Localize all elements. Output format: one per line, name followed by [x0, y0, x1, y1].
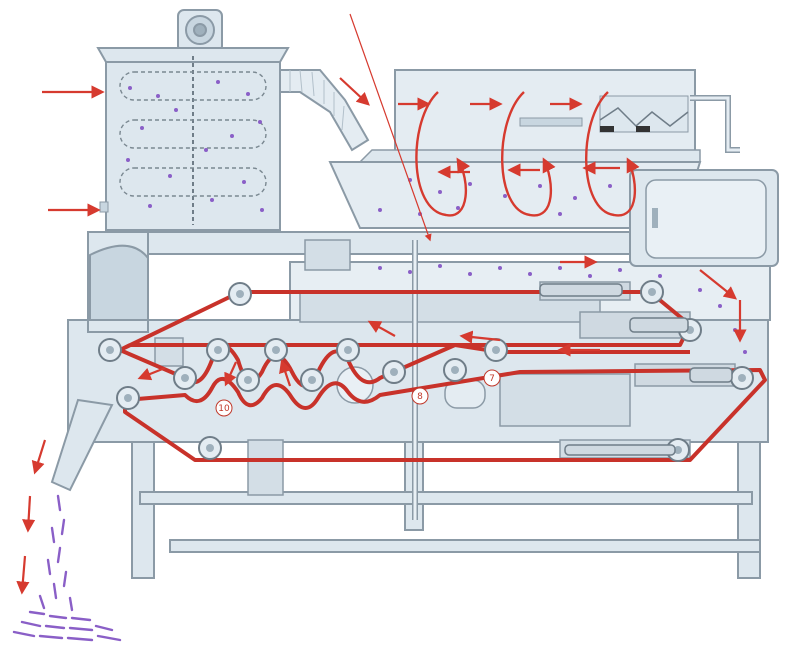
flow-arrows — [16, 13, 747, 595]
feed-duct — [279, 69, 370, 152]
drum-circulation — [415, 91, 640, 217]
roller-labels: 10 8 7 — [215, 369, 501, 417]
belt-drop-arrow — [699, 269, 738, 300]
bottom-rail — [169, 539, 761, 553]
left-leg — [131, 439, 155, 579]
press-up-arrow-1 — [367, 320, 396, 337]
press-arrow-4 — [224, 361, 238, 387]
press-rollers — [98, 280, 754, 462]
tank-inlet-port — [99, 201, 109, 213]
diagonal-pointer — [349, 13, 432, 242]
press-arrow-3 — [279, 359, 292, 387]
roller-label-7: 7 — [489, 374, 495, 384]
roller-label-10: 10 — [218, 404, 230, 414]
right-leg — [737, 439, 761, 579]
discharge-arrow-3 — [16, 555, 30, 595]
thickening-drum — [328, 69, 740, 229]
press-arrow-2 — [137, 366, 166, 381]
belt-left-arrow — [459, 330, 501, 344]
sludge-cake-pile — [12, 494, 122, 642]
control-cabinet — [629, 169, 779, 267]
tension-cylinders — [539, 283, 733, 456]
flocculation-tank — [96, 47, 290, 231]
discharge-chute — [50, 398, 114, 492]
lower-filter-belt — [123, 368, 767, 462]
lower-rail — [139, 491, 753, 505]
roller-label-8: 8 — [417, 392, 423, 402]
discharge-arrow-2 — [22, 495, 36, 533]
duct-arrow — [339, 77, 370, 106]
discharge-arrow-1 — [31, 439, 47, 475]
drive-housing — [89, 244, 149, 321]
machine-frame — [67, 231, 779, 579]
